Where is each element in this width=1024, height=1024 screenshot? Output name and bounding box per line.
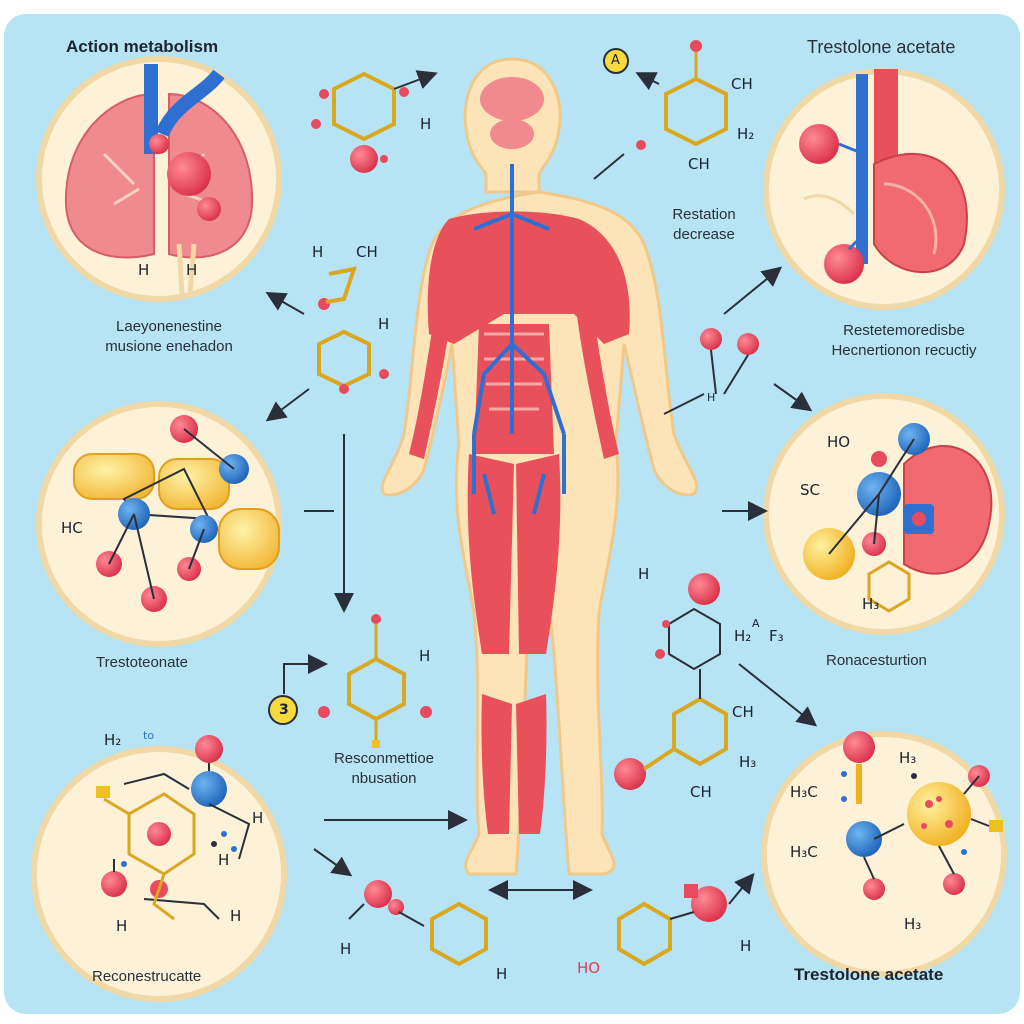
lung-panel (36, 56, 282, 302)
heart-panel-top (763, 68, 1005, 310)
label-center-middle-2: nbusation (351, 770, 417, 787)
molecule-icon (96, 735, 251, 921)
atom-h2: H₂ (104, 731, 122, 749)
atom-h2: H₂ (737, 125, 755, 143)
label-action-metabolism: Action metabolism (66, 37, 219, 56)
atom-a: A (752, 617, 760, 630)
atom-ho: HO (577, 959, 601, 977)
heart-icon (803, 423, 993, 613)
badge-3-text: 3 (279, 702, 289, 718)
atom-ch: CH (356, 243, 378, 261)
atom-ho: HO (827, 433, 851, 451)
atom-f3: F₃ (769, 627, 784, 645)
atom-h3: H₃ (899, 749, 917, 767)
diagram-art (31, 40, 1007, 1002)
atom-h: H (496, 965, 508, 983)
label-trestolone-acetate-top: Trestolone acetate (807, 37, 956, 57)
atom-h: H (740, 937, 752, 955)
label-restation-decrease: Restation decrease (672, 206, 736, 243)
atom-h: H (707, 391, 716, 404)
atom-ch: CH (688, 155, 710, 173)
atom-h: H (138, 261, 150, 279)
label-reconestrucatte: Reconestrucatte (92, 968, 202, 985)
atom-h: H (378, 315, 390, 333)
molecule-icon (614, 573, 728, 790)
molecule-icon (636, 40, 728, 150)
molecule-icon (317, 266, 389, 394)
heart-icon (799, 69, 968, 284)
atom-h: H (312, 243, 324, 261)
atom-h: H (116, 917, 128, 935)
atom-h: H (186, 261, 198, 279)
pathway-arrows (265, 72, 818, 905)
atom-ch: CH (732, 703, 754, 721)
atom-h: H (230, 907, 242, 925)
atom-h3: H₃ (862, 595, 880, 613)
atom-ch: CH (731, 75, 753, 93)
molecule-icon (348, 880, 488, 967)
heart-panel-mid (763, 393, 1005, 635)
badge-a (603, 48, 629, 74)
atom-hc: HC (61, 519, 83, 537)
atom-ch: CH (690, 783, 712, 801)
label-center-middle-1: Resconmettioe (333, 750, 435, 767)
atom-h3c: H₃C (790, 843, 818, 861)
label-trestoteonate: Trestoteonate (96, 654, 188, 671)
atom-h3: H₃ (739, 753, 757, 771)
atom-h: H (638, 565, 650, 583)
atom-h: H (420, 115, 432, 133)
atom-h3: H₃ (904, 915, 922, 933)
atom-h: H (340, 940, 352, 958)
label-mid-left-1: Laeyonenestine (116, 318, 222, 335)
diagram-canvas: A 3 Action metabolism Trestolone acetate… (4, 14, 1020, 1014)
label-trestolone-acetate-bottom: Trestolone acetate (794, 965, 944, 984)
atom-h: H (419, 647, 431, 665)
atom-sc: SC (800, 481, 820, 499)
molecule-panel-bottom-left (31, 735, 287, 1002)
atom-h: H (218, 851, 230, 869)
atom-h2: H₂ (734, 627, 752, 645)
molecule-icon (311, 70, 438, 173)
molecule-icon (841, 731, 1003, 900)
atom-to: to (143, 729, 155, 742)
molecule-panel-bottom-right (761, 731, 1007, 977)
atom-h3c: H₃C (790, 783, 818, 801)
label-mid-right-1: Restetemoredisbe (843, 322, 965, 339)
badge-3 (268, 695, 298, 725)
human-body-illustration (380, 57, 699, 876)
badge-a-text: A (611, 53, 620, 68)
label-ronacesturtion: Ronacesturtion (826, 652, 927, 669)
fat-cell-panel (36, 401, 282, 647)
molecule-icon (700, 328, 759, 395)
molecule-icon (617, 884, 727, 967)
lung-icon (64, 64, 254, 295)
atom-h: H (252, 809, 264, 827)
label-mid-right-2: Hecnertionon recuctiy (831, 342, 977, 359)
molecule-icon (318, 614, 432, 748)
fat-cell-icon (73, 415, 280, 612)
label-mid-left-2: musione enehadon (105, 338, 233, 355)
